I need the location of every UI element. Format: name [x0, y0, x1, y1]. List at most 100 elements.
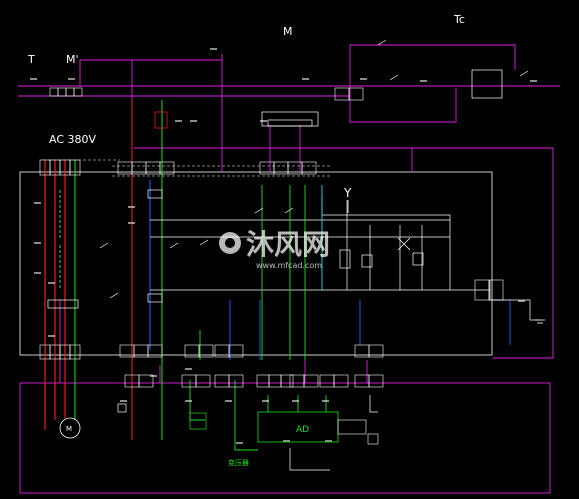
tiny-mark [150, 375, 157, 377]
terminal-top [69, 159, 81, 176]
tiny-mark [325, 440, 332, 442]
switch-contact [284, 207, 294, 214]
tiny-mark [262, 400, 269, 402]
label-Y: Y [343, 186, 352, 200]
tiny-mark [420, 80, 427, 82]
tiny-mark [210, 48, 217, 50]
switch-contact [169, 242, 179, 249]
terminal-bottom [228, 344, 244, 358]
right-frame-line [412, 147, 554, 359]
tiny-mark [120, 400, 127, 402]
tiny-mark [34, 272, 41, 274]
coil-box [147, 293, 163, 303]
tiny-mark [48, 335, 55, 337]
tiny-mark [190, 120, 197, 122]
tiny-mark [68, 78, 75, 80]
ad-output-box [337, 419, 367, 435]
tc-frame-bottom [349, 88, 457, 123]
terminal-blocks [39, 87, 504, 388]
label-Tc: Tc [453, 13, 465, 26]
tiny-mark [34, 242, 41, 244]
tiny-mark [302, 78, 309, 80]
control-wire [234, 380, 258, 451]
tiny-mark [236, 442, 243, 444]
tiny-mark [175, 120, 182, 122]
motor: M [59, 417, 81, 439]
terminal-bottom [138, 374, 154, 388]
switch-contact [99, 242, 109, 249]
fuse-box [47, 299, 79, 309]
terminal-bottom [333, 374, 349, 388]
tiny-annotations [30, 48, 537, 444]
tc-frame [349, 44, 516, 88]
watermark: 沐风网 www.mfcad.com [219, 228, 330, 270]
switch-contact [199, 239, 209, 246]
terminal-bottom [368, 344, 384, 358]
switch-contact [377, 39, 387, 46]
label-ac-voltage: AC 380V [49, 133, 97, 146]
contact-box [361, 254, 373, 268]
label-M-prime: M' [66, 53, 79, 66]
terminal-bottom [368, 374, 384, 388]
labels: T M' M Tc AC 380V Y AD 变压器 [27, 13, 465, 467]
tiny-mark [283, 440, 290, 442]
components [47, 39, 545, 430]
frames [19, 44, 554, 494]
tiny-mark [322, 400, 329, 402]
switch-contact [519, 70, 529, 77]
terminal-top [159, 161, 175, 175]
switch-contact [254, 207, 264, 214]
terminal-bottom [195, 374, 211, 388]
switch-box [117, 403, 127, 413]
watermark-url: www.mfcad.com [256, 261, 322, 270]
terminal-bottom [228, 374, 244, 388]
contact-box [412, 252, 424, 266]
label-T: T [27, 53, 35, 66]
ad-module [257, 411, 379, 445]
watermark-brand: 沐风网 [246, 228, 330, 261]
terminal-top [301, 161, 317, 175]
tiny-mark [260, 120, 267, 122]
tiny-mark [128, 206, 135, 208]
ground-wire [489, 280, 540, 321]
tiny-mark [225, 400, 232, 402]
tiny-mark [530, 80, 537, 82]
tiny-mark [185, 368, 192, 370]
terminal-bottom [69, 344, 81, 360]
tiny-mark [30, 78, 37, 80]
terminal-bottom [198, 344, 214, 358]
motor-symbol [59, 417, 81, 439]
control-wire [289, 448, 330, 471]
cross-symbol [397, 237, 411, 251]
transformer-box [189, 412, 207, 430]
terminal-bottom [147, 344, 163, 358]
label-transformer: 变压器 [228, 458, 249, 467]
tiny-mark [128, 222, 135, 224]
main-frame [19, 171, 493, 356]
relay-box-inner [267, 119, 313, 127]
tiny-mark [292, 400, 299, 402]
tiny-mark [360, 78, 367, 80]
tiny-mark [48, 282, 55, 284]
bottom-frame [19, 382, 551, 494]
switch-block [73, 87, 83, 97]
label-AD: AD [296, 425, 309, 435]
label-M: M [283, 25, 293, 38]
tiny-mark [34, 202, 41, 204]
tc-relay-box [471, 69, 503, 99]
tiny-mark [518, 300, 525, 302]
contact-box [339, 249, 351, 269]
terminal-m [348, 87, 364, 101]
relay-coil [154, 111, 168, 129]
tiny-mark [185, 400, 192, 402]
coil-box [147, 189, 163, 199]
terminal-bottom [280, 374, 294, 388]
switch-contact [109, 292, 119, 299]
switch-contact [389, 74, 399, 81]
motor-label: M [66, 425, 72, 433]
terminal-bottom [303, 374, 319, 388]
terminal-right [488, 279, 504, 301]
control-wire [369, 395, 378, 413]
